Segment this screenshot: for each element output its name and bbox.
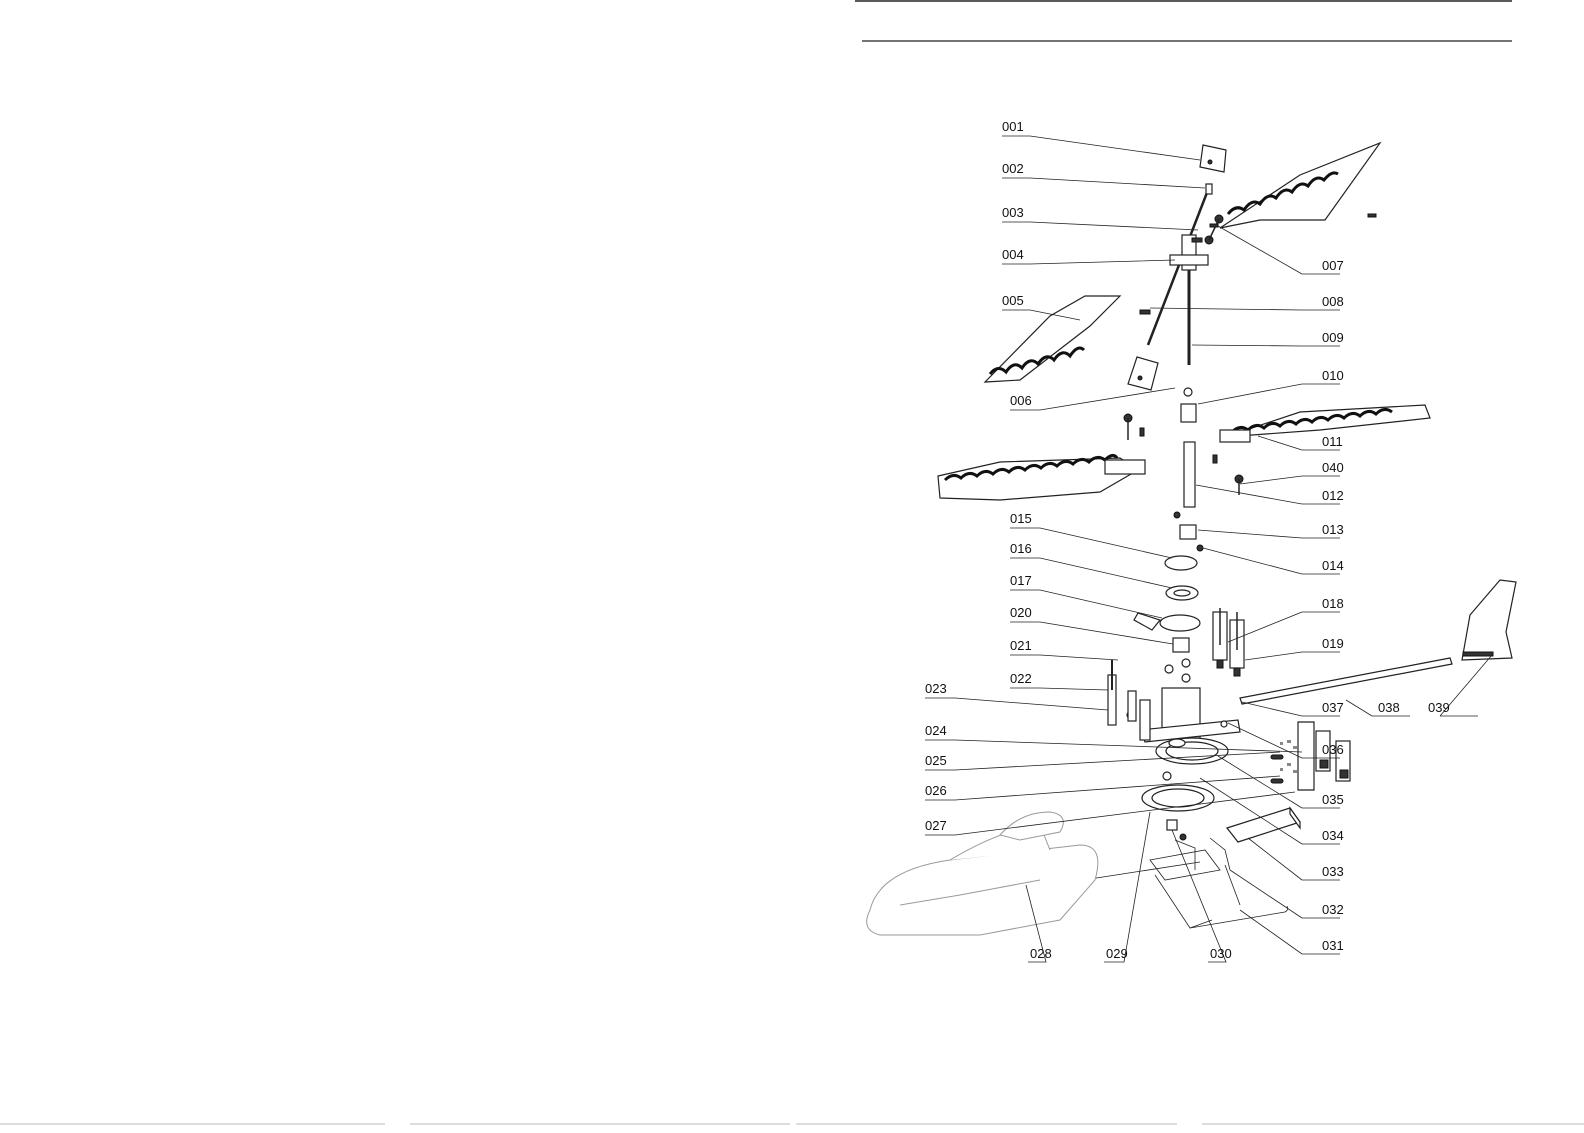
lower-rotor-blade-right xyxy=(1224,404,1431,438)
label-012: 012 xyxy=(1322,488,1344,503)
rotor-head xyxy=(1139,213,1377,365)
label-017: 017 xyxy=(1010,573,1032,588)
label-010: 010 xyxy=(1322,368,1344,383)
upper-rotor-blade-left xyxy=(983,295,1122,383)
lower-rotor-blade-left xyxy=(937,453,1140,501)
label-030: 030 xyxy=(1210,946,1232,961)
motors xyxy=(1212,608,1245,677)
label-002: 002 xyxy=(1002,161,1024,176)
flybar-assembly xyxy=(1127,144,1227,391)
label-007: 007 xyxy=(1322,258,1344,273)
label-006: 006 xyxy=(1010,393,1032,408)
gears xyxy=(1141,737,1229,841)
label-013: 013 xyxy=(1322,522,1344,537)
label-025: 025 xyxy=(925,753,947,768)
header-rules xyxy=(855,0,1512,42)
inner-shaft-parts xyxy=(1173,387,1204,552)
label-026: 026 xyxy=(925,783,947,798)
leader-lines xyxy=(925,135,1493,963)
tail-boom xyxy=(1239,657,1453,705)
tail-fin xyxy=(1461,579,1517,661)
label-004: 004 xyxy=(1002,247,1024,262)
label-020: 020 xyxy=(1010,605,1032,620)
label-001: 001 xyxy=(1002,119,1024,134)
label-040: 040 xyxy=(1322,460,1344,475)
label-019: 019 xyxy=(1322,636,1344,651)
label-005: 005 xyxy=(1002,293,1024,308)
label-039: 039 xyxy=(1428,700,1450,715)
battery xyxy=(1225,806,1301,843)
label-003: 003 xyxy=(1002,205,1024,220)
label-022: 022 xyxy=(1010,671,1032,686)
label-032: 032 xyxy=(1322,902,1344,917)
label-034: 034 xyxy=(1322,828,1344,843)
label-036: 036 xyxy=(1322,742,1344,757)
landing-skid xyxy=(1086,837,1289,929)
servos xyxy=(1315,730,1351,782)
label-033: 033 xyxy=(1322,864,1344,879)
label-021: 021 xyxy=(1010,638,1032,653)
label-014: 014 xyxy=(1322,558,1344,573)
label-023: 023 xyxy=(925,681,947,696)
circuit-board xyxy=(1270,721,1315,791)
label-009: 009 xyxy=(1322,330,1344,345)
canopy xyxy=(866,811,1099,936)
swashplate-assembly xyxy=(1133,555,1201,653)
label-037: 037 xyxy=(1322,700,1344,715)
label-008: 008 xyxy=(1322,294,1344,309)
label-016: 016 xyxy=(1010,541,1032,556)
label-028: 028 xyxy=(1030,946,1052,961)
label-024: 024 xyxy=(925,723,947,738)
label-029: 029 xyxy=(1106,946,1128,961)
label-018: 018 xyxy=(1322,596,1344,611)
part-labels: 001 002 003 004 005 006 007 008 009 010 … xyxy=(925,119,1450,961)
label-031: 031 xyxy=(1322,938,1344,953)
label-015: 015 xyxy=(1010,511,1032,526)
label-038: 038 xyxy=(1378,700,1400,715)
blade-grips xyxy=(1104,413,1251,495)
upper-rotor-blade-right xyxy=(1219,141,1382,229)
main-frame xyxy=(1107,658,1241,743)
label-011: 011 xyxy=(1322,434,1343,449)
label-027: 027 xyxy=(925,818,947,833)
label-035: 035 xyxy=(1322,792,1344,807)
